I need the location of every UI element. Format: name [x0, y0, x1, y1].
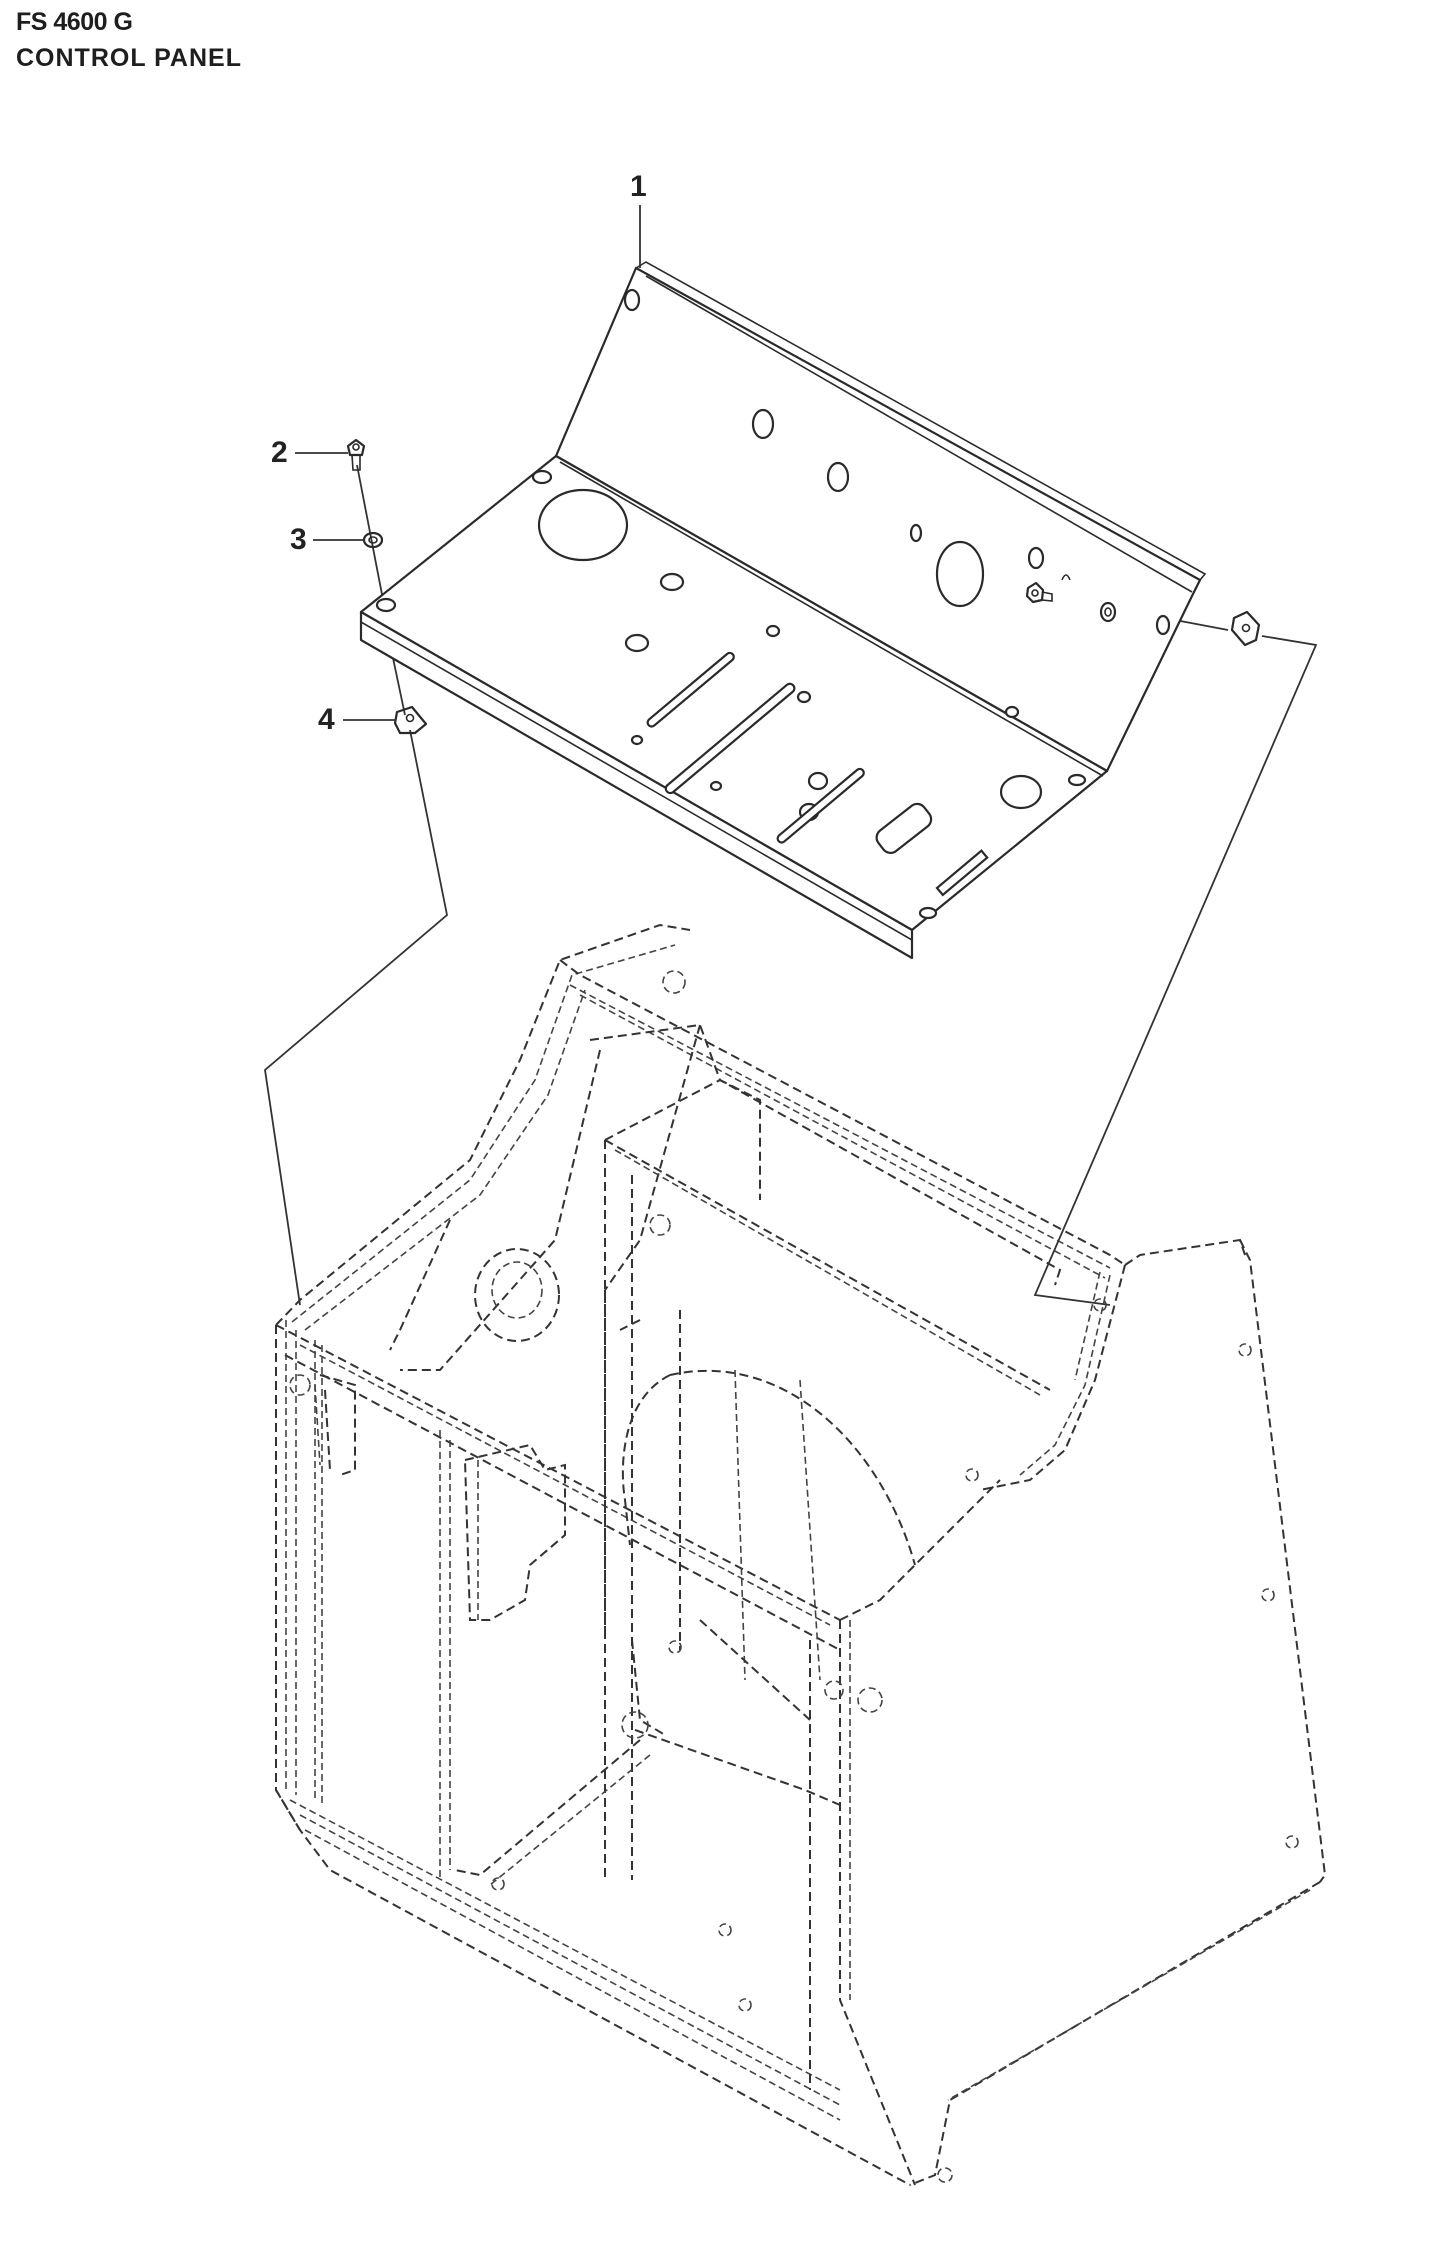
clip-nut-right — [1230, 610, 1261, 647]
clip-nut-left — [393, 705, 428, 735]
washer-right — [1099, 601, 1117, 623]
model-title: FS 4600 G — [16, 8, 133, 36]
callout-2-bolt[interactable]: 2 — [271, 436, 288, 469]
frame-outline — [275, 923, 1327, 2186]
callout-leaders — [295, 205, 641, 721]
callout-3-washer[interactable]: 3 — [290, 523, 307, 556]
bolt-right — [1025, 581, 1053, 604]
bolt-left — [346, 438, 366, 471]
control-panel-part — [359, 261, 1207, 960]
section-title: CONTROL PANEL — [16, 44, 242, 72]
callout-1-control-panel[interactable]: 1 — [630, 170, 647, 203]
callout-4-clip-nut[interactable]: 4 — [318, 703, 335, 736]
